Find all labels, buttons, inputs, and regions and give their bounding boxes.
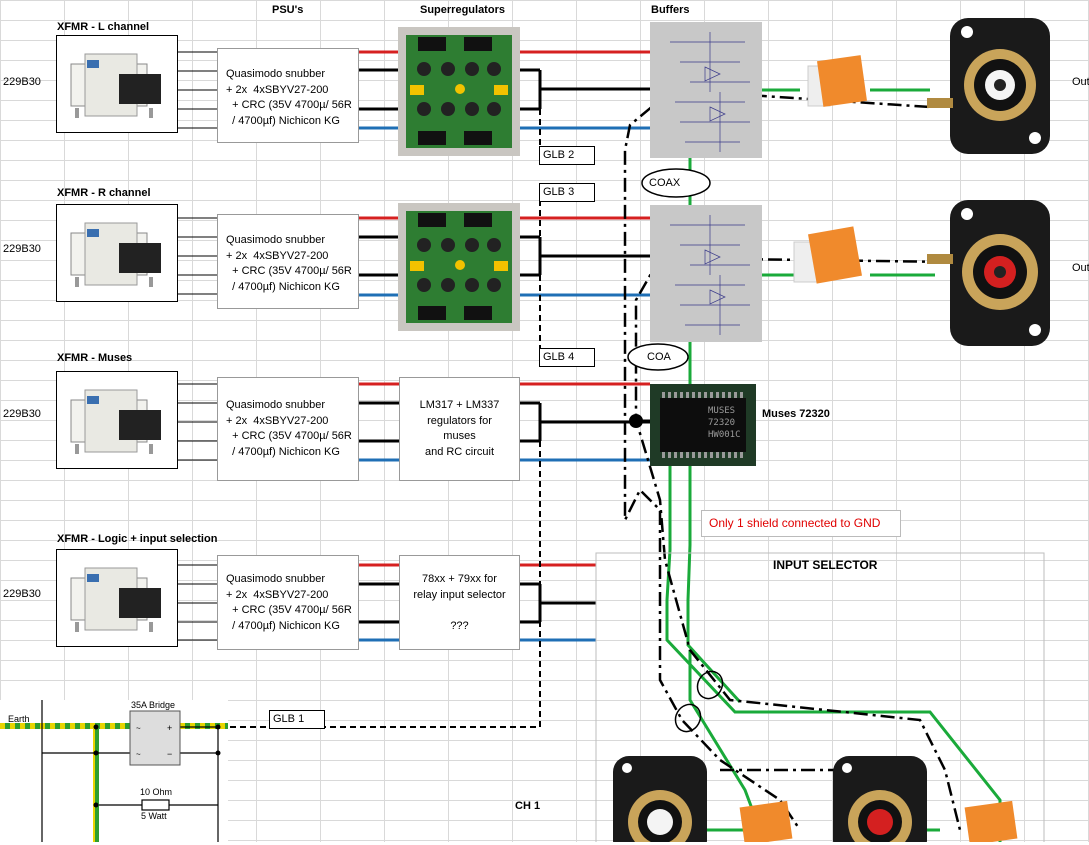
input-selector-title: INPUT SELECTOR — [773, 558, 878, 572]
glb-3-label: GLB 3 — [539, 183, 595, 202]
relay-icon — [807, 55, 867, 107]
svg-text:+: + — [167, 723, 172, 733]
muses-label: Muses 72320 — [762, 408, 830, 420]
glb-1-label: GLB 1 — [269, 710, 325, 729]
buffers-column-header: Buffers — [651, 4, 690, 16]
psu-logic-box: Quasimodo snubber + 2x 4xSBYV27-200 + CR… — [217, 555, 359, 650]
ground-return-dashes — [228, 109, 541, 728]
shield-note: Only 1 shield connected to GND — [701, 510, 901, 537]
psu-r-text: Quasimodo snubber + 2x 4xSBYV27-200 + CR… — [226, 234, 352, 293]
muses-wires — [178, 382, 650, 462]
regulator-muses-box: LM317 + LM337 regulators for muses and R… — [399, 377, 520, 481]
glb-2-label: GLB 2 — [539, 146, 595, 165]
out-r-label: Out — [1072, 262, 1089, 274]
rca-socket-icon — [613, 756, 707, 845]
bridge-label: 35A Bridge — [131, 700, 176, 710]
input-selector-frame — [595, 552, 1045, 842]
chip-marking-1: MUSES — [708, 406, 736, 416]
buffer-r-schematic — [650, 205, 762, 342]
xfmr-r-image — [56, 204, 178, 302]
shield-note-text: Only 1 shield connected to GND — [709, 516, 881, 530]
schematic-image — [670, 215, 750, 335]
transformer-icon — [70, 53, 161, 118]
r-channel-wires — [178, 216, 650, 297]
rca-in-2 — [825, 752, 935, 845]
coax-label-1: COAX — [649, 177, 681, 189]
xfmr-muses-model: 229B30 — [3, 408, 41, 420]
regulator-logic-box: 78xx + 79xx for relay input selector ??? — [399, 555, 520, 650]
xfmr-l-model: 229B30 — [3, 76, 41, 88]
resistor-value-label: 10 Ohm — [140, 787, 173, 797]
glb-4-label: GLB 4 — [539, 348, 595, 367]
svg-text:−: − — [167, 749, 172, 759]
xfmr-logic-model: 229B30 — [3, 588, 41, 600]
xfmr-r-title: XFMR - R channel — [57, 187, 151, 199]
psu-logic-text: Quasimodo snubber + 2x 4xSBYV27-200 + CR… — [226, 573, 352, 632]
chip-image — [650, 384, 756, 466]
pcb-image — [406, 211, 512, 323]
pcb-image — [406, 35, 512, 148]
regulator-muses-text: LM317 + LM337 regulators for muses and R… — [419, 399, 500, 458]
coax-ellipse-2 — [627, 343, 689, 371]
rca-in-1 — [605, 752, 715, 845]
psu-l-text: Quasimodo snubber + 2x 4xSBYV27-200 + CR… — [226, 68, 352, 127]
transformer-icon — [70, 389, 161, 454]
buffer-l-schematic — [650, 22, 762, 158]
bridge-schematic: + − ~ ~ — [0, 700, 228, 842]
relay-icon — [793, 226, 862, 284]
svg-text:~: ~ — [136, 724, 141, 733]
l-channel-wires — [178, 50, 650, 130]
psu-l-box: Quasimodo snubber + 2x 4xSBYV27-200 + CR… — [217, 48, 359, 143]
rca-out-l — [925, 10, 1065, 160]
relay-icon — [739, 800, 793, 845]
psu-column-header: PSU's — [272, 4, 304, 16]
psu-r-box: Quasimodo snubber + 2x 4xSBYV27-200 + CR… — [217, 214, 359, 309]
transformer-icon — [70, 222, 161, 287]
coax-ellipse-4 — [674, 703, 702, 733]
superregulators-column-header: Superregulators — [420, 4, 505, 16]
logic-wires — [178, 563, 596, 642]
out-l-label: Out — [1072, 76, 1089, 88]
rca-socket-icon — [927, 18, 1050, 154]
xfmr-muses-image — [56, 371, 178, 469]
superregulator-r-board — [398, 203, 520, 331]
transformer-icon — [70, 567, 161, 632]
regulator-logic-text: 78xx + 79xx for relay input selector ??? — [413, 573, 506, 632]
rca-socket-icon — [833, 756, 927, 845]
chip-marking-2: 72320 — [708, 418, 736, 428]
ch1-label: CH 1 — [515, 800, 541, 812]
psu-muses-box: Quasimodo snubber + 2x 4xSBYV27-200 + CR… — [217, 377, 359, 481]
xfmr-logic-title: XFMR - Logic + input selection — [57, 533, 218, 545]
schematic-image — [670, 32, 750, 152]
xfmr-logic-image — [56, 549, 178, 647]
coax-ellipse-3 — [696, 670, 724, 700]
relay-r — [790, 220, 870, 295]
rca-out-r — [925, 192, 1065, 352]
earth-label: Earth — [8, 714, 30, 724]
xfmr-l-image — [56, 35, 178, 133]
coax-ellipse-1 — [641, 168, 711, 198]
xfmr-l-title: XFMR - L channel — [57, 21, 150, 33]
chip-marking-3: HW001C — [708, 430, 741, 440]
coax-label-2: COA — [647, 351, 671, 363]
psu-muses-text: Quasimodo snubber + 2x 4xSBYV27-200 + CR… — [226, 399, 352, 458]
xfmr-r-model: 229B30 — [3, 243, 41, 255]
relay-l — [800, 50, 870, 120]
muses-chip: MUSES 72320 HW001C — [650, 384, 756, 466]
relay-icon — [964, 800, 1018, 845]
rca-socket-icon — [927, 200, 1050, 346]
relay-in-2 — [963, 796, 1023, 845]
svg-text:~: ~ — [136, 750, 141, 759]
relay-in-1 — [738, 796, 798, 845]
xfmr-muses-title: XFMR - Muses — [57, 352, 133, 364]
superregulator-l-board — [398, 27, 520, 156]
resistor-power-label: 5 Watt — [141, 811, 167, 821]
